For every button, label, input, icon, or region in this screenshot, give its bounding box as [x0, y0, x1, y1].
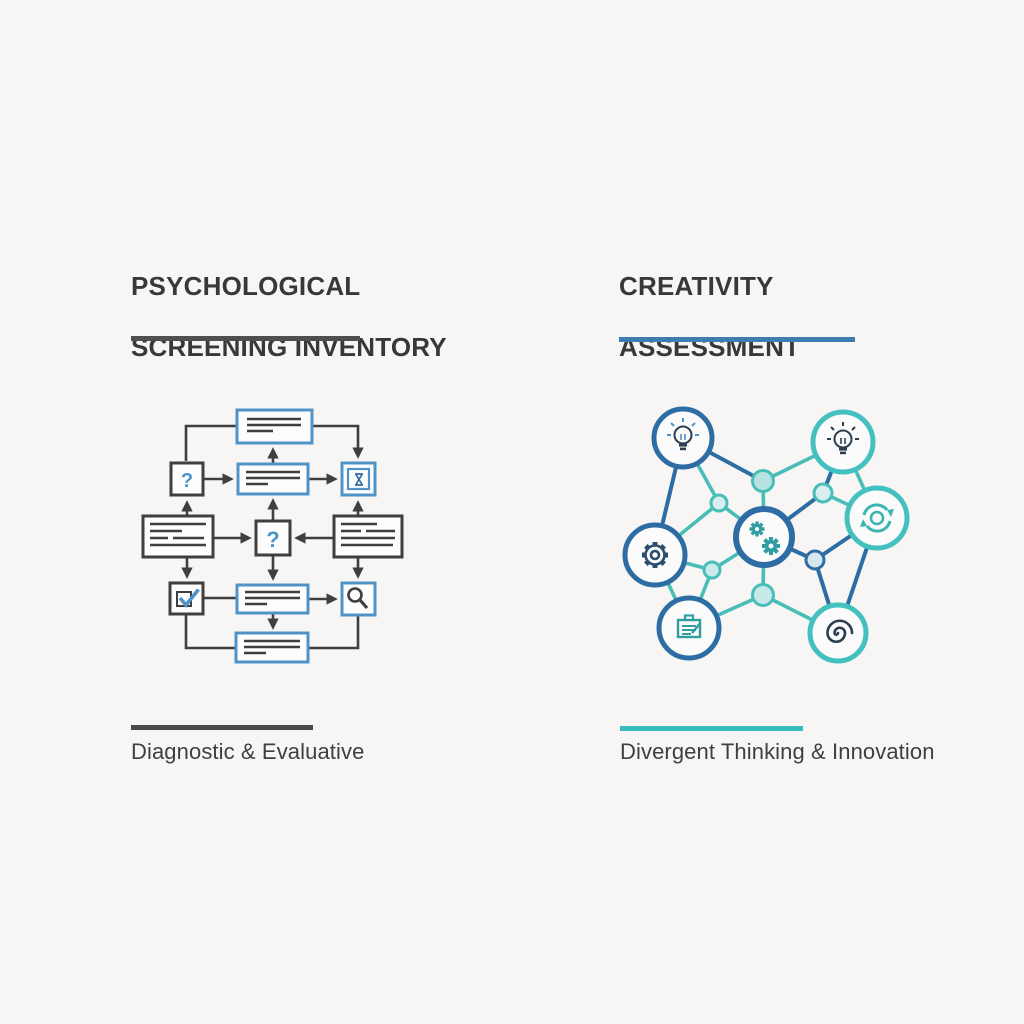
text-lines-right: [341, 522, 395, 547]
network-diagram: [622, 406, 910, 664]
node-upper-left: [709, 493, 729, 513]
elbow-bottom-left: [184, 614, 236, 650]
elbow-top-left: [184, 424, 237, 461]
left-title-line1: PSYCHOLOGICAL: [131, 271, 361, 301]
text-box-left: [141, 514, 215, 559]
checkmark-icon: [176, 588, 200, 608]
node-lower-left: [702, 560, 722, 580]
box-text-lines: [150, 417, 395, 655]
text-box-right: [332, 514, 404, 559]
left-title-underline: [131, 336, 360, 341]
question-box-1: [169, 461, 205, 497]
left-title: PSYCHOLOGICAL SCREENING INVENTORY: [131, 271, 491, 363]
lightbulb-icon: [827, 422, 859, 455]
right-title-line1: CREATIVITY: [619, 271, 774, 301]
gear-icon: [642, 542, 668, 568]
right-caption-bar: [620, 726, 803, 731]
right-caption: Divergent Thinking & Innovation: [620, 739, 935, 764]
text-lines-top: [247, 417, 301, 433]
circle-cycle-arrows: [844, 485, 910, 551]
hourglass-inner-frame: [346, 467, 371, 491]
checkmark-box: [168, 581, 205, 616]
right-title: CREATIVITY ASSESSMENT: [619, 271, 979, 363]
checkmark-stroke: [178, 588, 200, 608]
node-upper-right: [812, 482, 834, 504]
lightbulb-icon: [667, 418, 699, 451]
node-top: [751, 469, 775, 493]
circle-lightbulb-right: [810, 409, 876, 475]
cycle-arrows-icon: [860, 503, 894, 533]
left-caption-bar: [131, 725, 313, 730]
circle-lightbulb-left: [651, 406, 715, 470]
text-box-top: [235, 408, 314, 445]
hourglass-icon: [354, 473, 364, 486]
network-circles: [622, 406, 910, 664]
flowchart-diagram: ? ?: [141, 408, 404, 664]
text-lines-row2: [246, 470, 300, 486]
text-lines-bottom: [244, 639, 300, 655]
question-mark-icon: ?: [181, 470, 193, 492]
magnifier-icon: [347, 587, 369, 610]
network-small-nodes: [702, 469, 834, 607]
circle-double-gear: [733, 506, 795, 568]
elbow-bottom-right: [308, 615, 360, 650]
node-right: [804, 549, 826, 571]
question-box-2: [254, 519, 292, 557]
flowchart-connectors: [181, 424, 364, 650]
text-lines-left: [150, 522, 206, 547]
node-bottom: [751, 583, 775, 607]
question-mark-icon: ?: [266, 527, 279, 552]
right-title-underline: [619, 337, 855, 342]
left-caption: Diagnostic & Evaluative: [131, 739, 365, 764]
spiral-icon: [826, 619, 854, 644]
circle-clipboard: [656, 595, 722, 661]
text-lines-row4: [245, 590, 300, 606]
elbow-top-right-arrow: [312, 424, 364, 459]
double-gear-icon: [749, 521, 780, 555]
clipboard-icon: [676, 614, 702, 639]
